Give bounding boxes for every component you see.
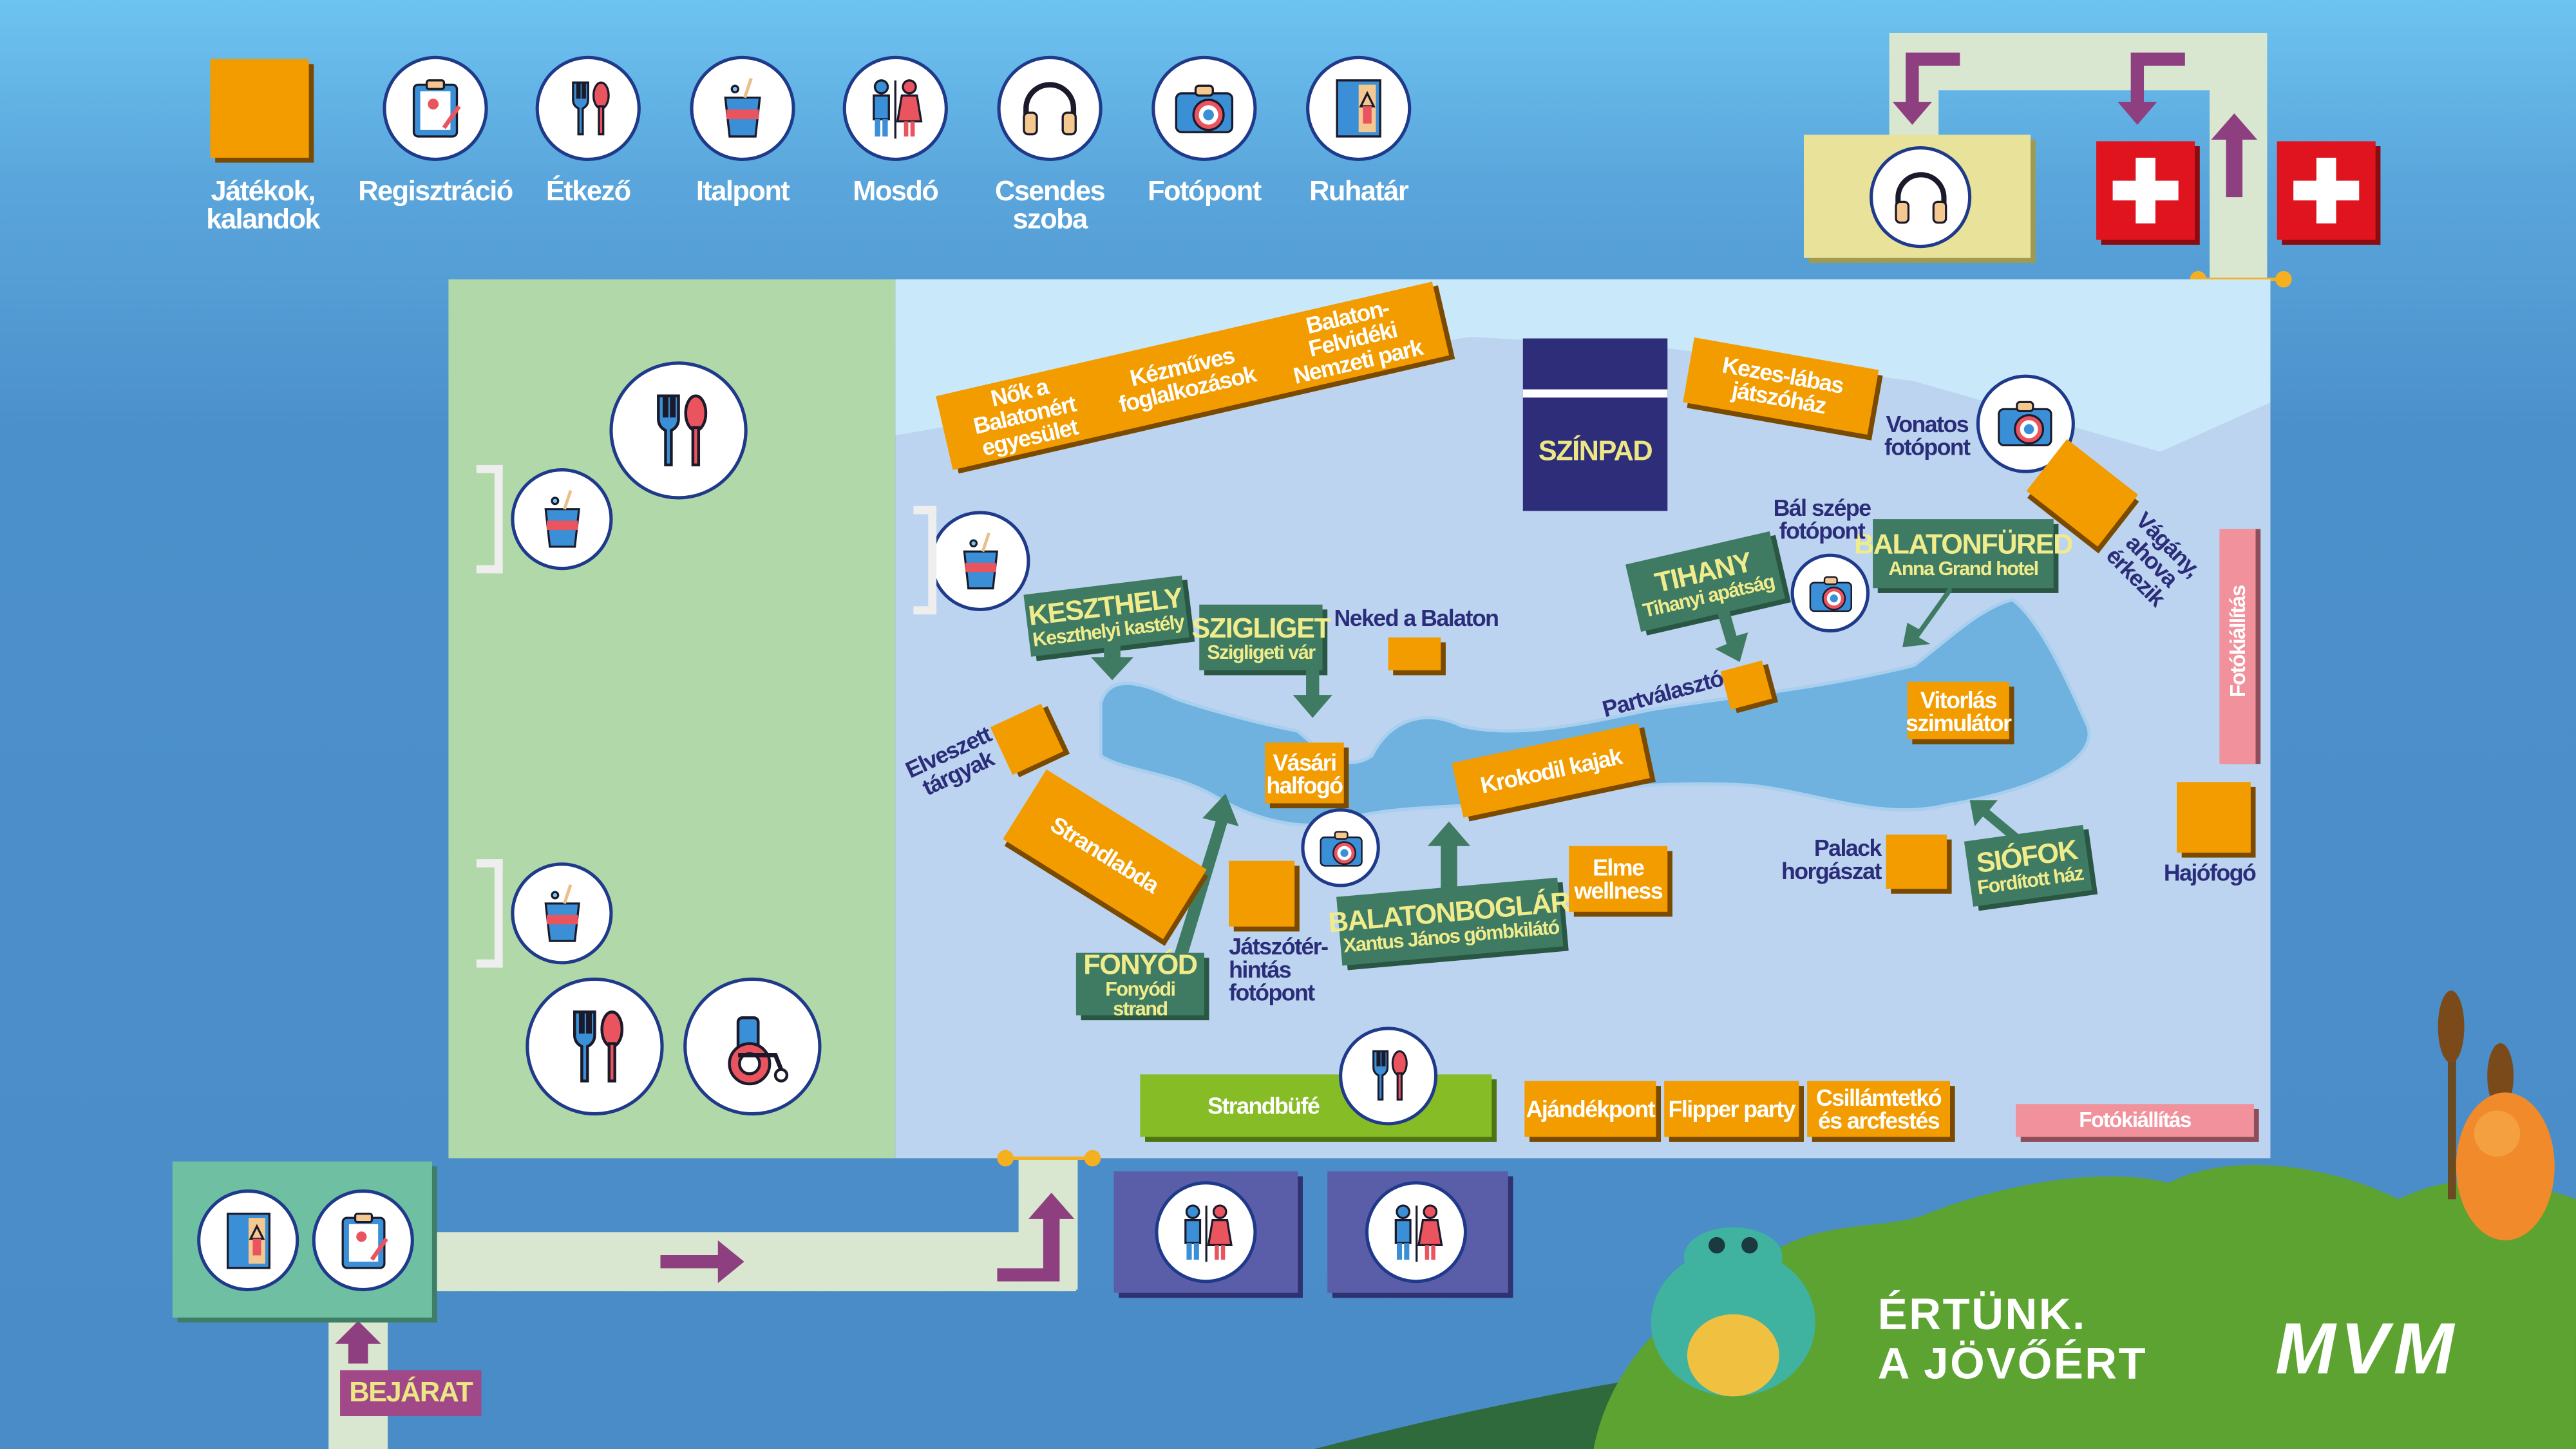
- fork-knife-icon: [609, 361, 748, 500]
- entrance-label: BEJÁRAT: [340, 1370, 482, 1416]
- fork-knife-icon: [526, 977, 664, 1116]
- stand-bottle-fishing-box: [1886, 834, 1947, 889]
- fork-knife-icon: [535, 55, 641, 161]
- headphones-icon: [997, 55, 1103, 161]
- wc-icon: [1365, 1181, 1468, 1283]
- label-boat-catch: Hajófogó: [2163, 859, 2257, 886]
- headphones-icon: [1870, 146, 1972, 249]
- legend-label-games: Játékok, kalandok: [206, 175, 320, 235]
- legend-label-drinks: Italpont: [696, 175, 790, 207]
- legend-label-dining: Étkező: [545, 175, 631, 207]
- first-aid-cross-icon: [2277, 141, 2376, 240]
- label-bal-szepe-photo: Bál szépe fotópont: [1773, 494, 1872, 544]
- legend-label-photo: Fotópont: [1148, 175, 1262, 207]
- camera-icon: [1790, 553, 1870, 633]
- legend-label-registration: Regisztráció: [358, 175, 513, 207]
- slogan-line-2: A JÖVŐÉRT: [1877, 1339, 2148, 1388]
- wheelchair-icon: [683, 977, 822, 1116]
- fork-knife-icon: [1339, 1027, 1438, 1126]
- stand-neked-box: [1388, 637, 1441, 670]
- legend-label-wardrobe: Ruhatár: [1309, 175, 1409, 207]
- legend-label-toilet: Mosdó: [853, 175, 939, 207]
- stand-boat-catch-box: [2177, 782, 2251, 853]
- drink-counter: [476, 859, 503, 968]
- clipboard-icon: [312, 1189, 414, 1292]
- camera-icon: [1976, 374, 2075, 473]
- legend-label-quiet-room: Csendes szoba: [995, 175, 1106, 235]
- stand-fish-catch: Vásári halfogó: [1265, 743, 1344, 804]
- label-bottle-fishing: Palack horgászat: [1781, 834, 1882, 884]
- legend-games-square: [210, 59, 309, 158]
- stand-playground-box: [1229, 860, 1295, 927]
- camera-icon: [1151, 55, 1257, 161]
- photo-exhibition-horizontal: Fotókiállítás: [2016, 1104, 2254, 1137]
- first-aid-cross-icon: [2096, 141, 2195, 240]
- photo-exhibition-vertical: Fotókiállítás: [2219, 529, 2256, 764]
- stand-gift-point: Ajándékpont: [1524, 1081, 1656, 1137]
- stage-divider: [1522, 389, 1668, 398]
- clipboard-icon: [383, 55, 488, 161]
- label-playground-swing-photo: Játszótér- hintás fotópont: [1229, 933, 1329, 1006]
- wardrobe-icon: [197, 1189, 299, 1292]
- frog-mascot-icon: [1651, 1227, 1815, 1397]
- sky-lake-shapes: [895, 279, 2271, 827]
- drink-counter: [913, 506, 937, 615]
- label-train-photo: Vonatos fotópont: [1884, 410, 1971, 460]
- mvm-logo: MVM: [2275, 1309, 2459, 1390]
- stand-flipper-party: Flipper party: [1664, 1081, 1799, 1137]
- stand-mind-wellness: Elme wellness: [1569, 846, 1668, 912]
- hill-decoration: [1314, 990, 2576, 1449]
- wc-icon: [1155, 1181, 1257, 1283]
- stage-label: SZÍNPAD: [1538, 435, 1653, 467]
- drink-icon: [511, 862, 613, 965]
- label-neked-a-balaton: Neked a Balaton: [1334, 604, 1499, 631]
- drink-icon: [511, 468, 613, 571]
- drink-icon: [690, 55, 795, 161]
- stage-area: SZÍNPAD: [1522, 338, 1668, 511]
- drink-counter: [476, 464, 503, 574]
- stand-glitter-tattoo: Csillámtetkó és arcfestés: [1807, 1081, 1951, 1137]
- legend: Játékok, kalandok Regisztráció Étkező It…: [0, 0, 1479, 247]
- cattail-icon: [2438, 990, 2514, 1216]
- squirrel-icon: [2456, 1092, 2555, 1241]
- wardrobe-icon: [1306, 55, 1412, 161]
- slogan-line-1: ÉRTÜNK.: [1877, 1289, 2087, 1340]
- wc-icon: [842, 55, 948, 161]
- camera-icon: [1301, 808, 1380, 887]
- stand-sailing-simulator: Vitorlás szimulátor: [1906, 681, 2012, 739]
